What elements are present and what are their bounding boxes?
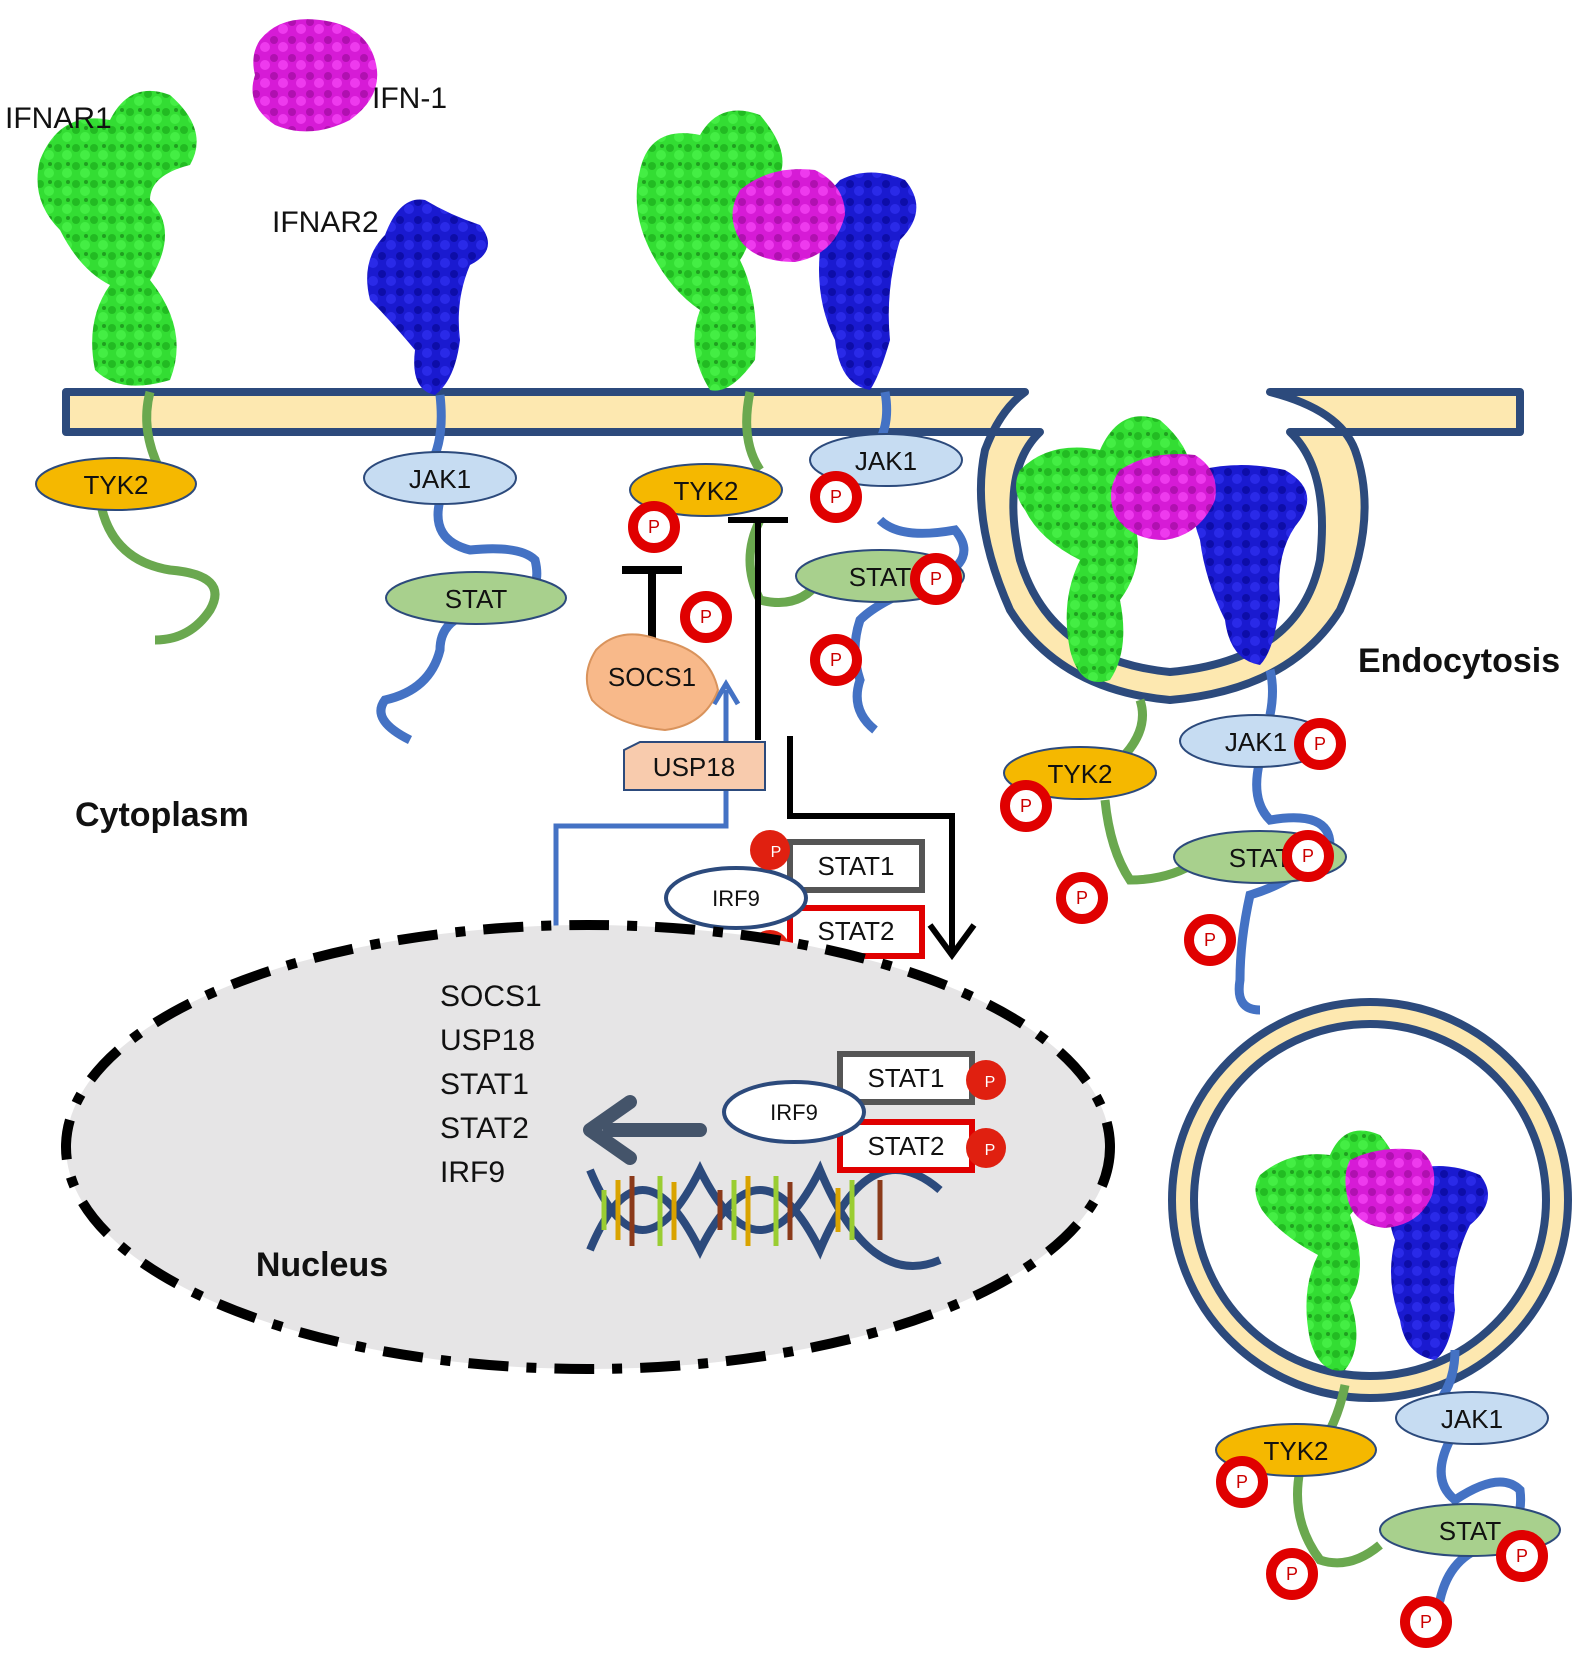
svg-text:P: P (1076, 888, 1088, 908)
stat-node (385, 571, 567, 625)
endosome-jak1-node (1395, 1391, 1549, 1445)
svg-text:P: P (1204, 930, 1216, 950)
phospho-site: P (628, 501, 680, 553)
phospho-site: P (966, 1128, 1006, 1168)
svg-text:P: P (830, 487, 842, 507)
endo-jak1-label: JAK1 (1225, 727, 1287, 757)
endo-tyk2-label: TYK2 (1047, 759, 1112, 789)
plasma-membrane (62, 388, 1524, 704)
endocytosis-label: Endocytosis (1358, 642, 1560, 680)
tyk2-node (35, 457, 197, 511)
nuclear-translocation-arrow (787, 736, 977, 961)
gene-stat1: STAT1 (440, 1068, 529, 1101)
stat2-label: STAT2 (817, 916, 894, 946)
stat1-label: STAT1 (867, 1063, 944, 1093)
inhibition-marks (622, 517, 788, 740)
phospho-site: P (1496, 1530, 1548, 1582)
jak1-node (363, 451, 517, 505)
phospho-group-endosome: P P P P (1216, 1456, 1548, 1648)
endosome-jak1-label: JAK1 (1441, 1404, 1503, 1434)
svg-text:P: P (1302, 846, 1314, 866)
ifn1-label: IFN-1 (372, 82, 447, 115)
phospho-site: P (1216, 1456, 1268, 1508)
active-stat-label: STAT (849, 562, 912, 592)
phospho-site: P (1056, 872, 1108, 924)
phospho-group-endocytosis: P P P P P (1000, 718, 1346, 966)
phospho-site: P (1000, 780, 1052, 832)
phospho-site: P (1184, 914, 1236, 966)
gene-stat2: STAT2 (440, 1112, 529, 1145)
isgf3-nucleus: STAT1 STAT2 IRF9 P P (722, 1051, 1006, 1173)
dna-helix (586, 1160, 943, 1270)
phospho-site: P (810, 634, 862, 686)
svg-text:P: P (985, 1074, 996, 1091)
phospho-site: P (680, 591, 732, 643)
stat2-label: STAT2 (867, 1131, 944, 1161)
gene-irf9: IRF9 (440, 1156, 505, 1189)
svg-text:P: P (1516, 1546, 1528, 1566)
phospho-site: P (1294, 718, 1346, 770)
stat1-label: STAT1 (817, 851, 894, 881)
phospho-site: P (910, 553, 962, 605)
active-tyk2-node (629, 463, 783, 517)
svg-text:P: P (1314, 734, 1326, 754)
stat-label: STAT (445, 584, 508, 614)
gene-socs1: SOCS1 (440, 980, 542, 1013)
active-tyk2-label: TYK2 (673, 476, 738, 506)
svg-text:P: P (985, 1142, 996, 1159)
endo-stat-label: STAT (1229, 843, 1292, 873)
phospho-site: P (810, 471, 862, 523)
irf9-label: IRF9 (712, 886, 760, 911)
transcription-arrow (583, 1095, 707, 1165)
socs1-label: SOCS1 (608, 662, 696, 692)
active-jak1-label: JAK1 (855, 446, 917, 476)
usp18-label: USP18 (653, 752, 735, 782)
jak1-label: JAK1 (409, 464, 471, 494)
endosome-stat-label: STAT (1439, 1516, 1502, 1546)
phospho-site: P (750, 830, 790, 870)
svg-text:P: P (771, 844, 782, 861)
svg-text:P: P (648, 517, 660, 537)
svg-text:P: P (700, 607, 712, 627)
active-receptor-complex (636, 110, 969, 734)
nucleus-label: Nucleus (256, 1246, 388, 1284)
phospho-site: P (1400, 1596, 1452, 1648)
phospho-site: P (1282, 830, 1334, 882)
endocytosing-complex (1016, 416, 1335, 1015)
irf9-label: IRF9 (770, 1100, 818, 1125)
svg-text:P: P (1286, 1564, 1298, 1584)
nucleus (61, 920, 1115, 1374)
ifnar2-label: IFNAR2 (272, 206, 379, 239)
svg-text:P: P (830, 650, 842, 670)
stat1-box (787, 839, 925, 893)
cytoplasm-label: Cytoplasm (75, 796, 249, 834)
tyk2-label: TYK2 (83, 470, 148, 500)
irf9-node (722, 1080, 866, 1144)
phospho-site: P (966, 1060, 1006, 1100)
socs1-node (585, 633, 720, 732)
ifnar1-label: IFNAR1 (5, 102, 112, 135)
svg-text:P: P (1020, 796, 1032, 816)
usp18-node (623, 741, 766, 791)
ifn1-ligand (252, 19, 378, 132)
gene-list: SOCS1 USP18 STAT1 STAT2 IRF9 (440, 980, 542, 1189)
phospho-site: P (1266, 1548, 1318, 1600)
irf9-node (664, 866, 808, 930)
gene-usp18: USP18 (440, 1024, 535, 1057)
endosome-tyk2-label: TYK2 (1263, 1436, 1328, 1466)
svg-text:P: P (930, 569, 942, 589)
svg-text:P: P (1236, 1472, 1248, 1492)
svg-text:P: P (1420, 1612, 1432, 1632)
active-jak1-node (809, 433, 963, 487)
ifnar1-receptor (37, 90, 220, 645)
phospho-group-active: P P P P P (628, 471, 962, 686)
